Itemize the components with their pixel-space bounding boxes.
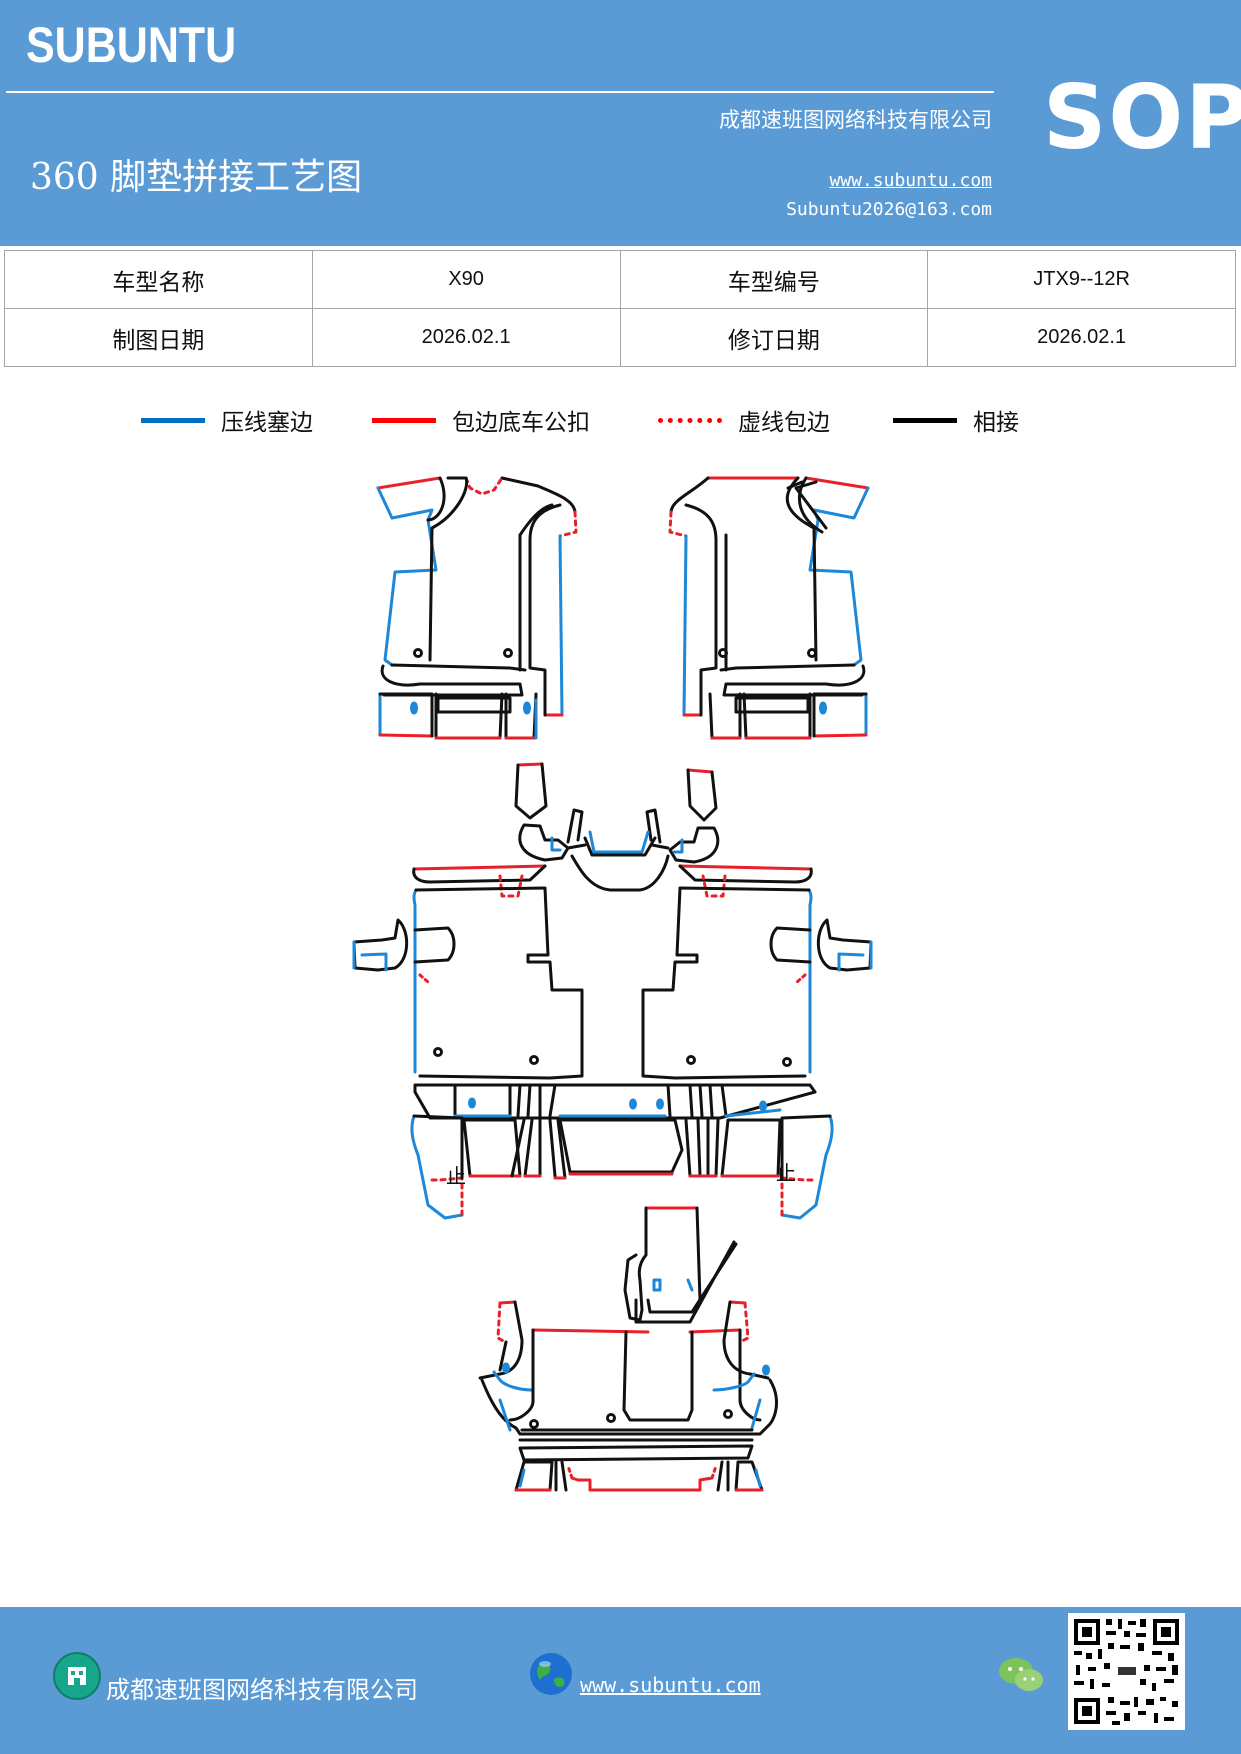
footer-banner: 成都速班图网络科技有限公司 www.subuntu.com: [0, 1607, 1241, 1754]
info-value-cell: 2026.02.1: [311, 308, 621, 367]
legend-item-dotted-binding: 虚线包边: [658, 402, 830, 438]
footer-website-link[interactable]: www.subuntu.com: [580, 1673, 761, 1697]
legend-label: 相接: [973, 410, 1019, 436]
info-label-cell: 修订日期: [619, 308, 929, 367]
qr-code[interactable]: [1068, 1613, 1185, 1730]
legend-swatch-red-dotted: [658, 417, 722, 423]
wechat-icon[interactable]: [997, 1655, 1045, 1695]
mat-front-left: [376, 476, 578, 740]
info-label-cell: 制图日期: [4, 308, 313, 367]
floor-mat-layout-diagram: 止 止: [352, 476, 873, 1492]
mat-rear-tunnel: [623, 1206, 738, 1324]
info-value-cell: 2026.02.1: [927, 308, 1236, 367]
info-label-cell: 车型编号: [619, 250, 929, 309]
mat-second-row-lower: [410, 1114, 834, 1220]
building-icon: [53, 1652, 101, 1700]
header-company: 成都速班图网络科技有限公司: [719, 108, 992, 132]
legend-item-press-line: 压线塞边: [141, 402, 313, 438]
info-value-cell: JTX9--12R: [927, 250, 1236, 309]
mat-threshold-strip: [413, 1083, 817, 1120]
page-title: 360 脚垫拼接工艺图: [30, 157, 363, 198]
legend-label: 虚线包边: [738, 410, 830, 436]
mat-third-row: [478, 1300, 778, 1436]
globe-icon: [530, 1653, 572, 1695]
legend-label: 压线塞边: [221, 410, 313, 436]
header-divider: [6, 91, 994, 93]
mat-third-row-lower: [514, 1428, 764, 1492]
mat-second-row-left: [352, 864, 584, 1080]
legend-swatch-black: [893, 417, 957, 423]
mat-center-console: [514, 762, 720, 892]
header-email[interactable]: Subuntu2026@163.com: [786, 199, 992, 220]
legend-label: 包边底车公扣: [452, 410, 590, 436]
header-website-link[interactable]: www.subuntu.com: [829, 170, 992, 191]
mat-front-right: [668, 476, 870, 740]
footer-company: 成都速班图网络科技有限公司: [106, 1676, 418, 1704]
legend-item-joined: 相接: [893, 402, 1019, 438]
legend-swatch-red: [372, 417, 436, 423]
stop-mark-left: 止: [446, 1164, 466, 1188]
info-label-cell: 车型名称: [4, 250, 313, 309]
legend-item-edge-binding: 包边底车公扣: [372, 402, 590, 438]
info-value-cell: X90: [311, 250, 621, 309]
legend-swatch-blue: [141, 417, 205, 423]
sop-badge: SOP: [1043, 66, 1241, 169]
stop-mark-right: 止: [776, 1161, 796, 1185]
mat-second-row-right: [641, 864, 873, 1080]
header-banner: SUBUNTU SOP 成都速班图网络科技有限公司 360 脚垫拼接工艺图 ww…: [0, 0, 1241, 246]
brand-logo: SUBUNTU: [26, 17, 237, 73]
